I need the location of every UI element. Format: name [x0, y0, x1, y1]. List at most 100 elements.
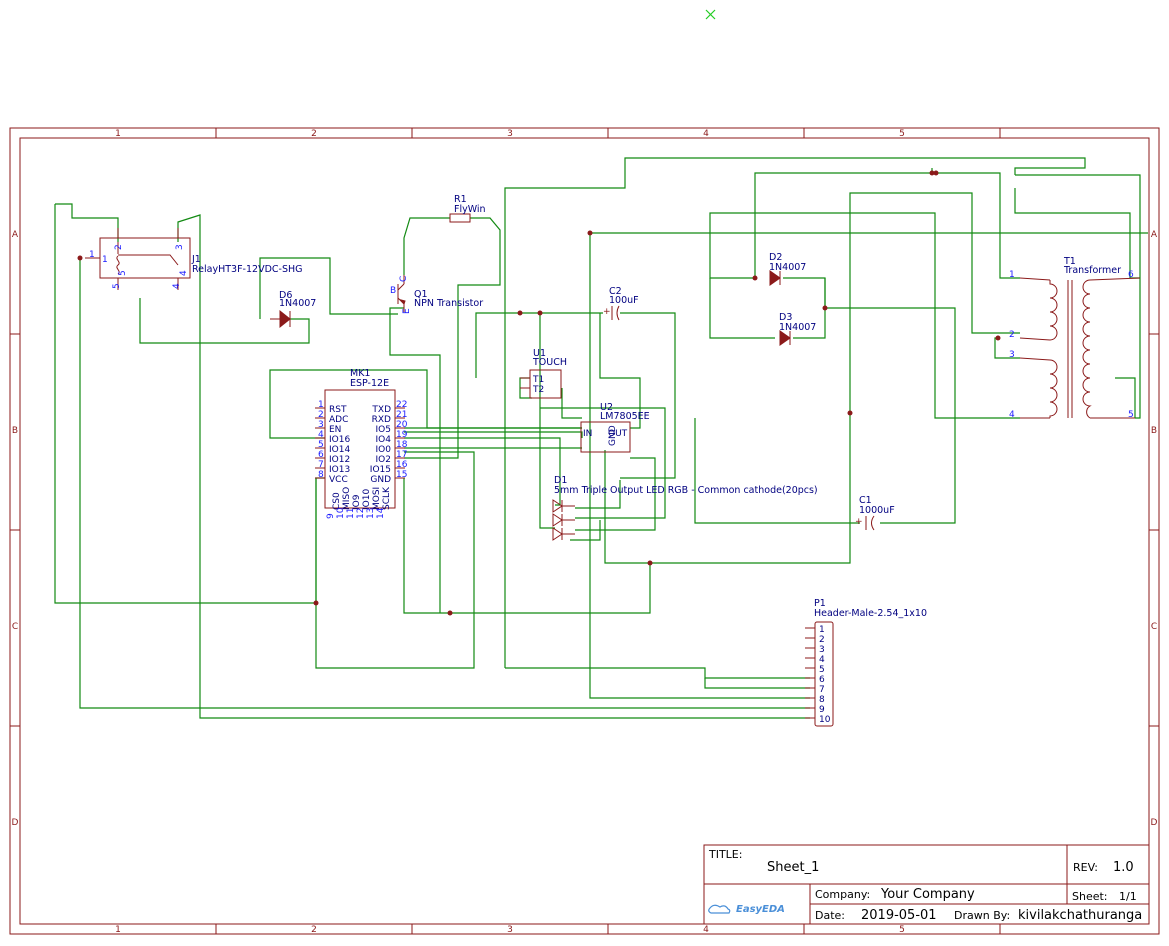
grid-labels: 1 2 3 4 5 1 2 3 4 5 A B C D A B C D — [12, 129, 1158, 935]
mk1-right-pins: TXD RXD IO5 IO4 IO0 IO2 IO15 GND 22 21 2… — [370, 400, 408, 485]
svg-text:5: 5 — [1128, 410, 1134, 420]
col-label-top: 1 — [115, 129, 121, 139]
sheet-value: 1/1 — [1119, 890, 1137, 903]
svg-text:16: 16 — [396, 460, 408, 470]
d1-rgb-led[interactable]: D1 5mm Triple Output LED RGB - Common ca… — [552, 475, 818, 541]
u1-ref: U1 — [533, 348, 546, 359]
svg-text:2: 2 — [318, 410, 324, 420]
company-value: Your Company — [880, 887, 975, 902]
row-label-right: A — [1151, 230, 1158, 240]
svg-text:4: 4 — [819, 655, 825, 665]
date-label: Date: — [815, 909, 845, 922]
svg-text:19: 19 — [396, 430, 408, 440]
q1-value: NPN Transistor — [414, 298, 483, 309]
rev-label: REV: — [1073, 861, 1098, 874]
mk1-bottom-pins: CS0 MISO IO9 IO10 MOSI SCLK 9 10 11 12 1… — [326, 486, 392, 519]
svg-text:SCLK: SCLK — [382, 486, 392, 510]
j1-value: RelayHT3F-12VDC-SHG — [192, 264, 302, 275]
svg-text:8: 8 — [318, 470, 324, 480]
svg-text:EasyEDA: EasyEDA — [736, 904, 785, 915]
d2-diode[interactable]: D2 1N4007 — [769, 252, 806, 286]
u2-ref: U2 — [600, 402, 613, 413]
svg-text:2: 2 — [114, 244, 124, 250]
mk1-value: ESP-12E — [350, 378, 389, 389]
svg-text:14: 14 — [376, 507, 386, 519]
wires[interactable] — [54, 157, 1148, 719]
svg-text:3: 3 — [1009, 350, 1015, 360]
c2-ref: C2 — [609, 286, 622, 297]
col-label-bottom: 5 — [899, 925, 905, 935]
row-label-right: B — [1151, 426, 1157, 436]
svg-text:IO10: IO10 — [362, 489, 372, 510]
svg-text:5: 5 — [819, 665, 825, 675]
row-label-left: A — [12, 230, 19, 240]
q1-transistor[interactable]: B C E Q1 NPN Transistor — [390, 275, 483, 314]
svg-text:1: 1 — [1009, 270, 1015, 280]
svg-text:5: 5 — [318, 440, 324, 450]
title-value: Sheet_1 — [767, 860, 819, 875]
r1-resistor[interactable]: R1 FlyWin — [449, 194, 486, 223]
row-label-right: C — [1151, 622, 1157, 632]
svg-text:9: 9 — [326, 513, 336, 519]
svg-text:6: 6 — [318, 450, 324, 460]
svg-text:IN: IN — [583, 429, 592, 439]
svg-text:IO16: IO16 — [329, 435, 350, 445]
t1-transformer[interactable]: 1 2 3 4 5 6 T1 Transformer — [1009, 256, 1141, 420]
svg-text:2: 2 — [1009, 330, 1015, 340]
svg-text:5: 5 — [118, 270, 128, 276]
svg-text:GND: GND — [370, 475, 391, 485]
svg-text:IO4: IO4 — [376, 435, 392, 445]
svg-text:3: 3 — [819, 645, 825, 655]
svg-text:6: 6 — [1128, 270, 1134, 280]
svg-text:TXD: TXD — [371, 405, 391, 415]
svg-text:IO9: IO9 — [352, 494, 362, 510]
company-label: Company: — [815, 888, 870, 901]
col-label-bottom: 4 — [703, 925, 709, 935]
svg-text:3: 3 — [175, 244, 185, 250]
svg-text:15: 15 — [396, 470, 407, 480]
t1-value: Transformer — [1063, 265, 1121, 276]
d1-ref: D1 — [554, 475, 567, 486]
easyeda-logo-icon: EasyEDA — [708, 904, 785, 915]
svg-text:12: 12 — [356, 508, 366, 519]
p1-header[interactable]: 1 2 3 4 5 6 7 8 9 10 P1 Header-Male-2.54… — [805, 598, 927, 727]
title-label: TITLE: — [708, 848, 742, 861]
svg-text:9: 9 — [819, 705, 825, 715]
svg-text:7: 7 — [318, 460, 324, 470]
svg-text:IO5: IO5 — [376, 425, 391, 435]
q1-ref: Q1 — [414, 289, 428, 300]
col-label-top: 5 — [899, 129, 905, 139]
svg-text:C: C — [399, 276, 409, 282]
j1-relay[interactable]: 2 3 1 1 4 5 5 4 J1 RelayHT3F-12VDC-SHG — [85, 228, 302, 290]
u1-value: TOUCH — [532, 357, 567, 368]
d6-value: 1N4007 — [279, 298, 316, 309]
d3-diode[interactable]: D3 1N4007 — [779, 312, 816, 346]
svg-text:3: 3 — [318, 420, 324, 430]
svg-text:22: 22 — [396, 400, 407, 410]
svg-text:4: 4 — [179, 270, 189, 276]
u2-regulator[interactable]: IN OUT GND U2 LM7805EE — [580, 402, 650, 453]
rev-value: 1.0 — [1113, 860, 1134, 875]
d2-value: 1N4007 — [769, 262, 806, 273]
svg-text:ADC: ADC — [329, 415, 348, 425]
date-value: 2019-05-01 — [861, 908, 937, 923]
mk1-esp12e[interactable]: MK1 ESP-12E RST ADC EN IO16 IO14 IO12 IO… — [315, 368, 408, 519]
u1-touch[interactable]: T1 T2 U1 TOUCH — [520, 348, 567, 399]
svg-text:4: 4 — [318, 430, 324, 440]
svg-text:VCC: VCC — [329, 475, 348, 485]
c2-capacitor[interactable]: + C2 100uF — [603, 286, 639, 321]
d6-diode[interactable]: D6 1N4007 — [270, 290, 316, 329]
r1-ref: R1 — [454, 194, 467, 205]
c1-capacitor[interactable]: + C1 1000uF — [855, 495, 895, 531]
c1-ref: C1 — [859, 495, 872, 506]
svg-text:IO15: IO15 — [370, 465, 391, 475]
col-label-bottom: 2 — [311, 925, 317, 935]
svg-text:CS0: CS0 — [332, 492, 342, 510]
title-block: TITLE: Sheet_1 REV: 1.0 Company: Your Co… — [703, 844, 1150, 925]
d3-ref: D3 — [779, 312, 792, 323]
col-label-top: 4 — [703, 129, 709, 139]
svg-text:IO12: IO12 — [329, 455, 350, 465]
c1-value: 1000uF — [859, 505, 895, 516]
row-label-right: D — [1151, 818, 1158, 828]
